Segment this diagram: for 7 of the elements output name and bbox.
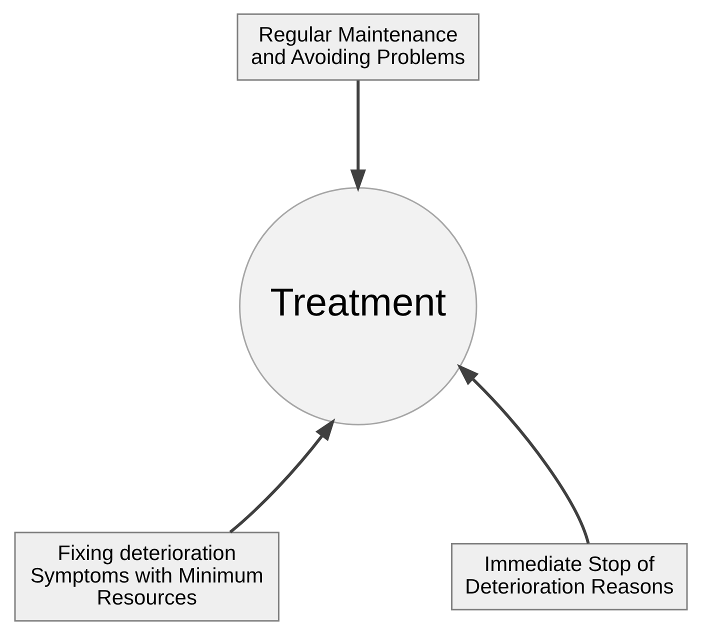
node-box: Fixing deterioration Symptoms with Minimum Resources <box>14 532 280 622</box>
arrow <box>350 80 366 192</box>
arrow <box>229 418 336 534</box>
node-box: Regular Maintenance and Avoiding Problems <box>236 13 480 81</box>
node-circle: Treatment <box>239 187 478 426</box>
node-box: Immediate Stop of Deterioration Reasons <box>451 543 688 610</box>
arrow <box>456 364 590 544</box>
